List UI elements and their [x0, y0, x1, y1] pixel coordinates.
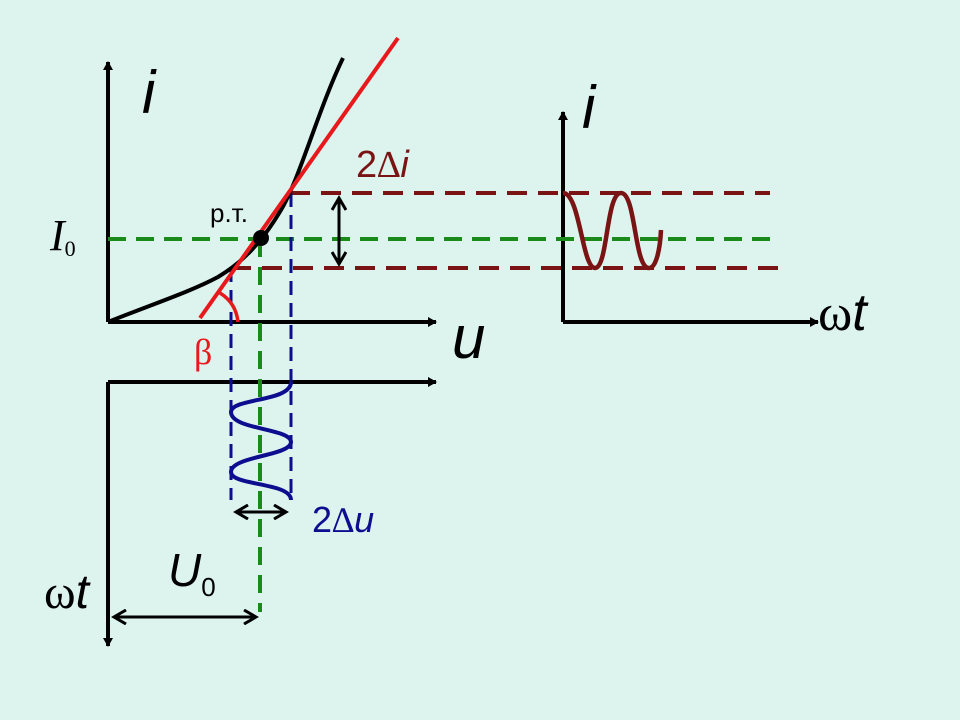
beta-label: β: [194, 332, 212, 372]
i-axis-label-main: i: [142, 59, 157, 126]
operating-point: [253, 230, 269, 246]
omega-t-label-right: ωt: [818, 284, 869, 342]
U0-label: U0: [168, 544, 216, 602]
input-voltage-sine: [228, 381, 294, 501]
omega-t-label-bottom: ωt: [44, 566, 91, 619]
two-delta-u-label: 2∆u: [312, 499, 374, 540]
output-current-sine: [562, 190, 664, 271]
two-delta-i-label: 2∆i: [356, 144, 410, 186]
tangent-line: [198, 36, 400, 320]
beta-angle-arc: [219, 291, 240, 323]
I0-label: I0: [49, 211, 76, 261]
operating-point-label: р.т.: [210, 198, 248, 228]
u-axis-label: u: [452, 304, 485, 371]
i-axis-label-right: i: [582, 74, 597, 141]
